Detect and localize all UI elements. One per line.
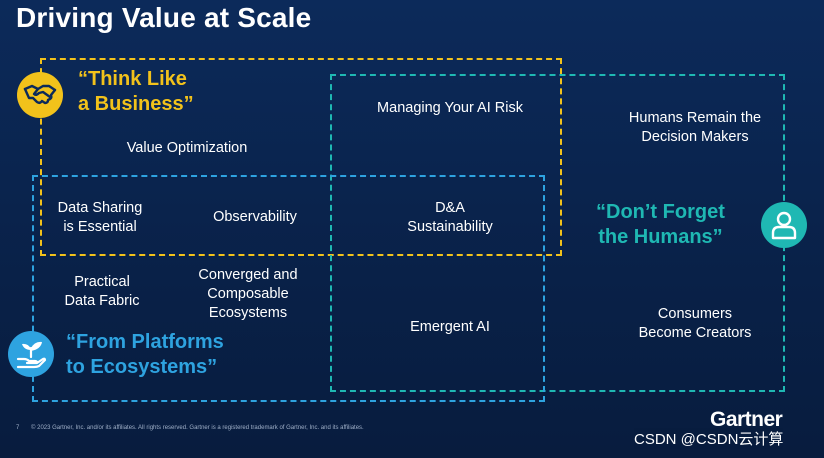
- trend-humans-decision-makers: Humans Remain the Decision Makers: [606, 109, 784, 147]
- trend-emergent-ai: Emergent AI: [410, 319, 490, 335]
- dont-forget-humans-heading: “Don’t Forget the Humans”: [596, 200, 725, 250]
- footer: 7 © 2023 Gartner, Inc. and/or its affili…: [16, 425, 364, 431]
- label-line: Decision Makers: [641, 129, 749, 145]
- label-line: Sustainability: [407, 219, 493, 235]
- trend-managing-ai-risk: Managing Your AI Risk: [377, 100, 523, 116]
- label-line: Become Creators: [638, 325, 752, 341]
- person-icon: [761, 202, 807, 248]
- trend-data-sharing: Data Sharing is Essential: [44, 199, 156, 237]
- label-line: Consumers: [657, 306, 733, 322]
- label-line: Ecosystems: [208, 305, 288, 321]
- trend-consumers-creators: Consumers Become Creators: [618, 305, 772, 343]
- gartner-logo: Gartner: [710, 408, 783, 431]
- page-number: 7: [16, 425, 20, 431]
- think-like-business-heading: “Think Like a Business”: [78, 67, 194, 117]
- heading-line: “Think Like: [78, 68, 187, 90]
- heading-line: “From Platforms: [66, 331, 224, 353]
- label-line: is Essential: [63, 219, 137, 235]
- heading-line: the Humans”: [598, 226, 723, 248]
- label-line: Practical: [74, 274, 130, 290]
- label-line: Humans Remain the: [628, 110, 762, 126]
- heading-line: to Ecosystems”: [66, 356, 218, 378]
- trend-value-optimization: Value Optimization: [126, 140, 248, 156]
- label-line: Converged and: [198, 267, 298, 283]
- trend-converged-ecosystems: Converged and Composable Ecosystems: [182, 266, 314, 323]
- label-line: D&A: [435, 200, 465, 216]
- label-line: Data Sharing: [57, 200, 143, 216]
- trend-practical-data-fabric: Practical Data Fabric: [50, 273, 154, 311]
- heading-line: a Business”: [78, 93, 194, 115]
- trend-observability: Observability: [213, 209, 297, 225]
- label-line: Data Fabric: [64, 293, 140, 309]
- platforms-to-ecosystems-heading: “From Platforms to Ecosystems”: [66, 330, 224, 380]
- seedling-hand-icon: [8, 331, 54, 377]
- csdn-watermark: CSDN @CSDN云计算: [634, 428, 784, 449]
- handshake-icon: [17, 72, 63, 118]
- trend-da-sustainability: D&A Sustainability: [386, 199, 514, 237]
- heading-line: “Don’t Forget: [596, 201, 725, 223]
- label-line: Composable: [207, 286, 289, 302]
- slide-title: Driving Value at Scale: [16, 2, 312, 33]
- copyright-notice: © 2023 Gartner, Inc. and/or its affiliat…: [31, 425, 364, 431]
